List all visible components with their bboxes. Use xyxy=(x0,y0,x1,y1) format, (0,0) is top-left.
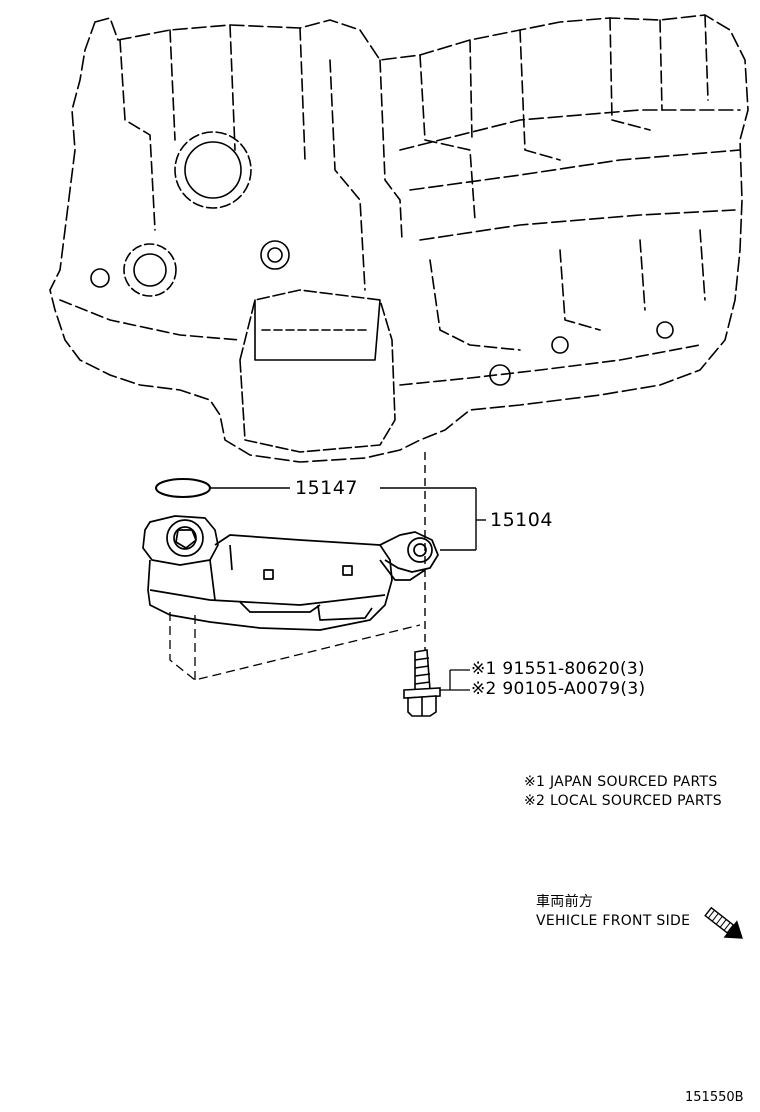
engine-block-drawing xyxy=(49,14,749,463)
label-bolt-local: ※2 90105-A0079(3) xyxy=(471,679,646,699)
label-o-ring-15147: 15147 xyxy=(295,477,358,499)
direction-label-japanese: 車両前方 xyxy=(536,894,594,910)
label-oil-strainer-15104: 15104 xyxy=(490,509,553,531)
figure-number: 151550B xyxy=(685,1090,744,1105)
strainer-leader-lines xyxy=(380,487,486,551)
oil-strainer-drawing xyxy=(142,515,439,631)
flange-bolt-drawing xyxy=(403,649,441,717)
strainer-projection-lines xyxy=(169,612,421,681)
direction-label-english: VEHICLE FRONT SIDE xyxy=(536,913,691,929)
o-ring-drawing xyxy=(155,478,211,498)
arrow-down-right-icon xyxy=(704,906,743,939)
note-japan-sourced: ※1 JAPAN SOURCED PARTS xyxy=(524,774,718,790)
label-bolt-japan: ※1 91551-80620(3) xyxy=(471,659,645,679)
note-local-sourced: ※2 LOCAL SOURCED PARTS xyxy=(524,793,722,809)
